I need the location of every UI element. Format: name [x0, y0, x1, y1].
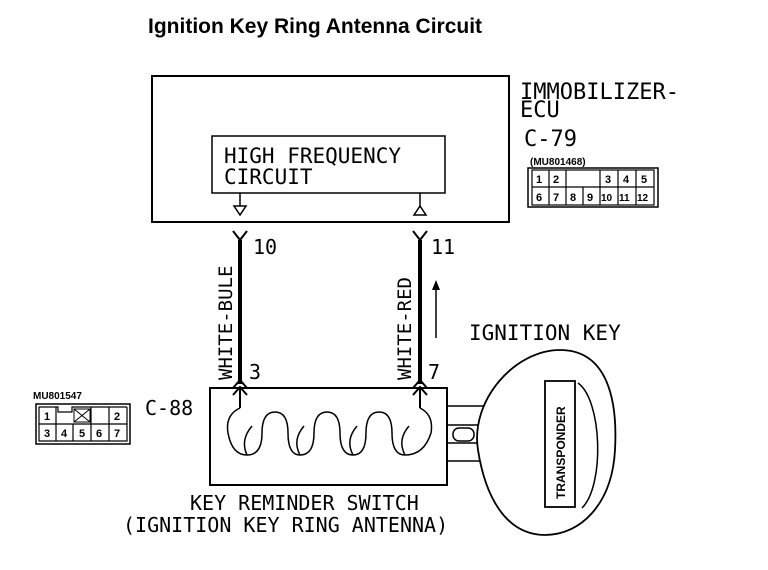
ecu-name-line1: IMMOBILIZER-: [520, 80, 679, 105]
c79-pin: 2: [553, 174, 559, 186]
ignition-key-label: IGNITION KEY: [469, 321, 621, 345]
c79-part-number: (MU801468): [530, 157, 586, 168]
c79-pin: 4: [623, 174, 630, 186]
transponder-label: TRANSPONDER: [554, 406, 568, 499]
c79-pin: 3: [605, 174, 611, 186]
ecu-name-line2: ECU: [520, 98, 560, 123]
c88-pin: 2: [114, 411, 120, 423]
signal-direction-arrow-icon: [432, 280, 440, 338]
input-terminal-icon: [412, 204, 428, 216]
right-wire-color: WHITE-RED: [394, 277, 416, 380]
c79-pin: 1: [536, 174, 542, 186]
c88-part-number: MU801547: [33, 391, 82, 402]
c79-pin: 5: [641, 174, 647, 186]
switch-pin-7: 7: [428, 360, 440, 384]
switch-pin-3: 3: [249, 360, 261, 384]
transponder-chip: [544, 380, 576, 508]
c79-pin: 9: [587, 192, 593, 204]
c79-pin: 11: [619, 193, 630, 204]
c88-label: C-88: [145, 396, 193, 420]
c79-connector: 1 2 3 4 5 6 7 8 9 10 11 12: [527, 167, 659, 208]
c88-connector: 1 2 3 4 5 6 7: [35, 403, 131, 445]
c79-pin: 6: [536, 192, 542, 204]
left-wire-color: WHITE-BULE: [215, 266, 237, 380]
c88-pin: 4: [61, 428, 68, 440]
output-terminal-icon: [232, 205, 248, 217]
hf-circuit-line1: HIGH FREQUENCY: [224, 144, 401, 168]
ecu-box: [151, 75, 510, 223]
hf-circuit-line2: CIRCUIT: [224, 165, 313, 189]
ignition-key-icon: TRANSPONDER: [476, 349, 617, 536]
switch-name-line1: KEY REMINDER SWITCH: [190, 491, 419, 515]
c79-pin: 12: [637, 193, 649, 204]
c88-pin: 1: [44, 411, 50, 423]
c88-pin: 7: [114, 428, 120, 440]
diagram-title: Ignition Key Ring Antenna Circuit: [148, 15, 482, 38]
c79-pin: 10: [601, 193, 613, 204]
switch-name-line2: (IGNITION KEY RING ANTENNA): [123, 513, 448, 537]
key-barrel: [446, 405, 486, 462]
antenna-coil-icon: [226, 407, 433, 456]
c79-pin: 8: [570, 192, 576, 204]
c88-pin: 5: [79, 428, 85, 440]
hf-circuit-box: [211, 135, 446, 194]
left-wire: [232, 230, 248, 408]
c88-pin: 6: [96, 428, 102, 440]
c79-label: C-79: [524, 127, 577, 152]
c79-pin: 7: [553, 192, 559, 204]
c88-pin: 3: [44, 428, 50, 440]
ecu-pin-10: 10: [253, 235, 277, 259]
ecu-pin-11: 11: [431, 235, 455, 259]
